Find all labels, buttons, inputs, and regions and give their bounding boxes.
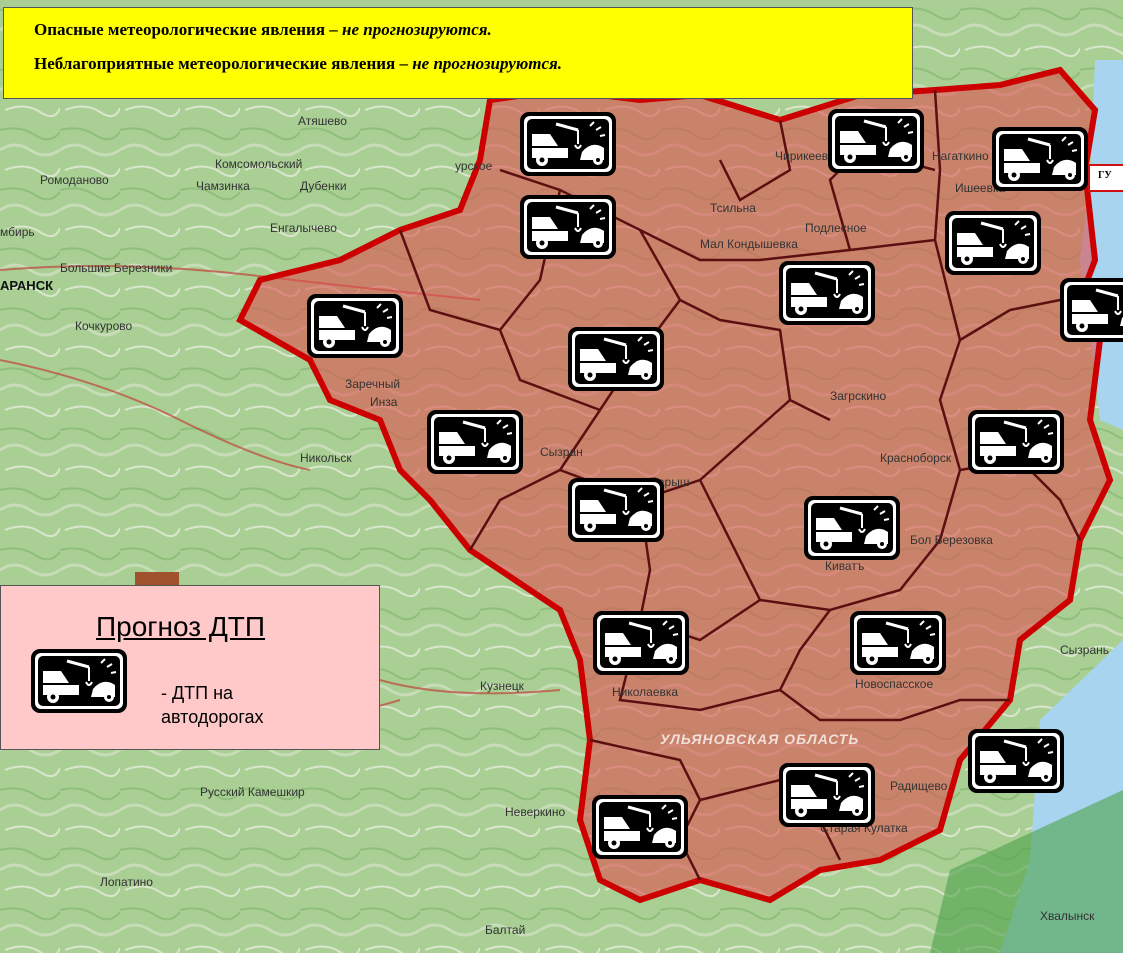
place-tsilna: Тсильна [710, 201, 756, 215]
place-labels: Атяшево Комсомольский Чамзинка Дубенки Р… [0, 114, 1109, 937]
legend-text-line2: автодорогах [161, 707, 264, 727]
place-kuzneck: Кузнецк [480, 679, 525, 693]
place-baltai: Балтай [485, 923, 525, 937]
place-chamzinka: Чамзинка [196, 179, 250, 193]
place-kochkurovo: Кочкурово [75, 319, 132, 333]
hazard-line: Опасные метеорологические явления – не п… [34, 20, 912, 40]
place-saransk: АРАНСК [0, 278, 53, 293]
place-neverkino: Неверкино [505, 805, 566, 819]
tow-truck-accident-icon [518, 110, 618, 178]
place-engalychevo: Енгалычево [270, 221, 337, 235]
hazard-label: Опасные метеорологические явления – [34, 20, 343, 39]
place-mal-kozyshevka: Мал Кондышевка [700, 237, 798, 251]
tow-truck-accident-icon [990, 125, 1090, 193]
place-syzran2: Сызрань [1060, 643, 1109, 657]
place-urskoe: урское [455, 159, 493, 173]
tow-truck-accident-icon [305, 292, 405, 360]
place-komsomolsky: Комсомольский [215, 157, 302, 171]
place-lopatino: Лопатино [100, 875, 153, 889]
place-bol-berezovka: Бол Березовка [910, 533, 993, 547]
tow-truck-accident-icon [848, 609, 948, 677]
tow-truck-accident-icon [591, 609, 691, 677]
place-novospasskoe: Новоспасское [855, 677, 933, 691]
place-syzran: Сызран [540, 445, 583, 459]
place-atyashevo: Атяшево [298, 114, 347, 128]
place-khvalynsk: Хвалынск [1040, 909, 1095, 923]
place-nikolsk: Никольск [300, 451, 352, 465]
tow-truck-accident-icon [1058, 276, 1123, 344]
legend-description: - ДТП на автодорогах [161, 681, 341, 729]
gu-label: ГУ [1088, 164, 1123, 192]
place-romodanovo: Ромоданово [40, 173, 109, 187]
place-nagatkino: Нагаткино [932, 149, 989, 163]
legend-title: Прогноз ДТП [96, 611, 266, 642]
map-marker-block [135, 572, 179, 586]
tow-truck-accident-icon [777, 761, 877, 829]
tow-truck-accident-icon [966, 408, 1066, 476]
tow-truck-accident-icon [802, 494, 902, 562]
place-lyambir: мбирь [0, 225, 35, 239]
place-inza: Инза [370, 395, 398, 409]
place-podlesnoe: Подлесное [805, 221, 867, 235]
tow-truck-accident-icon [566, 325, 666, 393]
place-ulyanovsk-region: УЛЬЯНОВСКАЯ ОБЛАСТЬ [660, 731, 859, 747]
tow-truck-accident-icon [518, 193, 618, 261]
legend-text-line1: - ДТП на [161, 683, 234, 703]
place-kivat: Киватъ [825, 559, 865, 573]
tow-truck-accident-icon [566, 476, 666, 544]
tow-truck-accident-icon [943, 209, 1043, 277]
tow-truck-accident-icon [966, 727, 1066, 795]
adverse-label: Неблагоприятные метеорологические явлени… [34, 54, 413, 73]
tow-truck-accident-icon [425, 408, 525, 476]
adverse-line: Неблагоприятные метеорологические явлени… [34, 54, 912, 74]
place-nikolaevka: Николаевка [612, 685, 678, 699]
place-russky-kameshkir: Русский Камешкир [200, 785, 305, 799]
hazard-value: не прогнозируются. [342, 20, 492, 39]
place-bolshie-berezniki: Большие Березники [60, 261, 172, 275]
weather-alert-box: Опасные метеорологические явления – не п… [3, 7, 913, 99]
place-dubenki: Дубенки [300, 179, 347, 193]
tow-truck-accident-icon [777, 259, 877, 327]
legend: Прогноз ДТП - ДТП на автодорогах [0, 585, 380, 750]
tow-truck-accident-icon [31, 649, 127, 713]
green-lowland [930, 790, 1123, 953]
tow-truck-accident-icon [590, 793, 690, 861]
tow-truck-accident-icon [826, 107, 926, 175]
place-radishchevo: Радищево [890, 779, 948, 793]
ulyanovsk-region[interactable] [236, 66, 1114, 904]
place-zarechny: Заречный [345, 377, 400, 391]
place-krasnoborsk: Красноборск [880, 451, 952, 465]
adverse-value: не прогнозируются. [412, 54, 563, 73]
place-zagarino: Загрскино [830, 389, 887, 403]
place-chirikeevo: Чирикеево [775, 149, 835, 163]
